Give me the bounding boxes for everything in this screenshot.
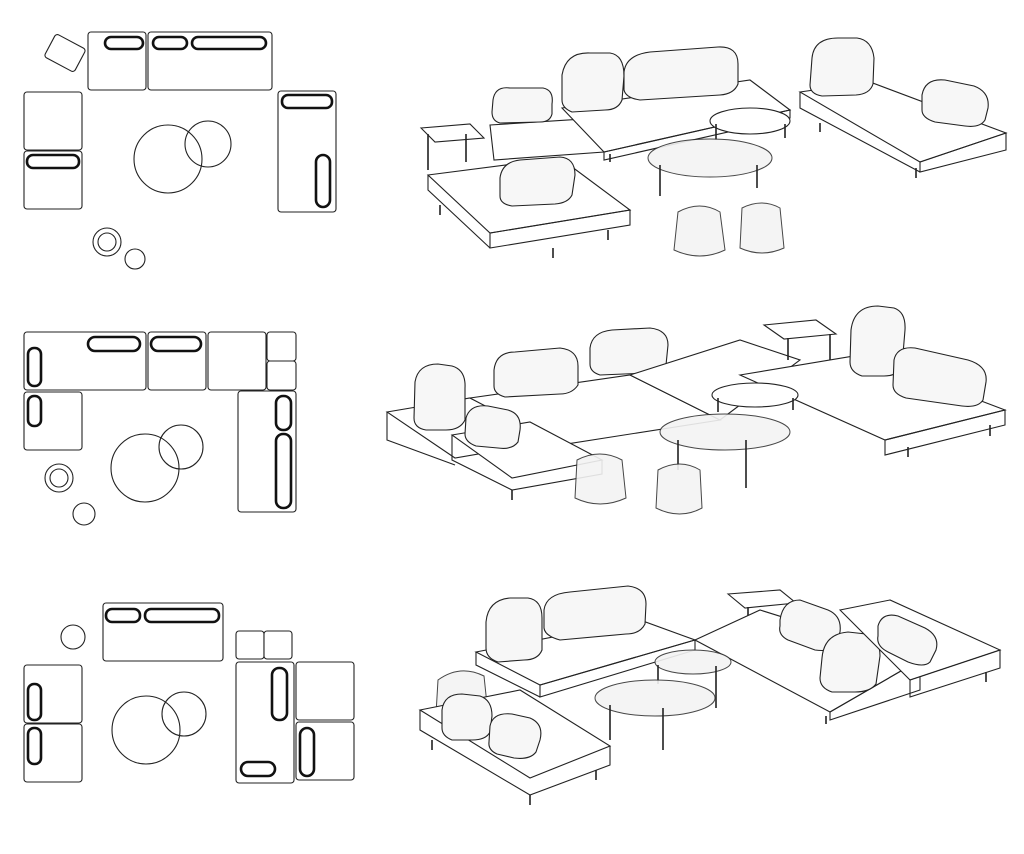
- plan-stool: [124, 248, 146, 270]
- iso-back-cushion: [543, 585, 647, 641]
- iso-view-2: [385, 305, 1007, 515]
- iso-chaise-base: [489, 209, 631, 249]
- iso-chaise-base: [919, 132, 1007, 173]
- plan-round-table: [111, 695, 181, 765]
- plan-view-1: [23, 31, 337, 270]
- plan-back-cushion: [314, 153, 332, 209]
- iso-stool: [574, 453, 627, 505]
- iso-back-cushion: [493, 347, 579, 398]
- plan-stool: [44, 463, 74, 493]
- plan-back-cushion: [274, 432, 293, 510]
- plan-round-table-small: [184, 120, 232, 168]
- iso-round-table-large: [659, 413, 791, 451]
- iso-back-cushion: [413, 363, 466, 431]
- plan-back-cushion: [270, 666, 289, 722]
- plan-stool: [72, 502, 96, 526]
- iso-round-table: [709, 107, 791, 135]
- plan-stool: [60, 624, 86, 650]
- iso-chaise-base: [829, 659, 921, 721]
- plan-stool: [92, 227, 122, 257]
- plan-side-table: [266, 331, 297, 362]
- iso-stool: [655, 463, 703, 515]
- iso-back-cushion: [491, 87, 553, 124]
- corner-wedge-seat: [44, 34, 86, 72]
- iso-seat-edge: [475, 652, 541, 698]
- iso-back-cushion: [441, 693, 493, 741]
- plan-back-cushion: [104, 607, 142, 624]
- plan-back-cushion: [86, 335, 142, 353]
- plan-back-cushion: [151, 35, 189, 51]
- iso-side-table: [419, 123, 486, 143]
- plan-back-cushion: [26, 346, 43, 388]
- plan-back-cushion: [298, 726, 316, 778]
- plan-seat: [23, 91, 83, 151]
- iso-side-table: [762, 319, 838, 340]
- plan-back-cushion: [143, 607, 221, 624]
- plan-back-cushion: [280, 93, 334, 110]
- plan-back-cushion: [26, 726, 43, 766]
- plan-side-table: [263, 630, 293, 660]
- plan-back-cushion: [190, 35, 268, 51]
- plan-back-cushion: [239, 760, 277, 778]
- plan-view-3: [23, 602, 355, 784]
- iso-chaise-edge: [427, 175, 491, 249]
- iso-seat-base: [909, 649, 1001, 698]
- plan-side-table: [235, 630, 265, 660]
- plan-seat: [295, 661, 355, 721]
- plan-back-cushion: [25, 153, 81, 170]
- iso-chaise-edge: [799, 92, 921, 173]
- iso-stool: [673, 205, 726, 257]
- iso-back-cushion: [877, 614, 938, 666]
- iso-back-cushion: [921, 79, 989, 127]
- plan-back-cushion: [103, 35, 145, 51]
- iso-back-cushion: [892, 347, 987, 407]
- iso-view-1: [419, 37, 1008, 258]
- plan-side-table: [266, 360, 297, 391]
- plan-seat: [207, 331, 267, 391]
- plan-round-table-small: [158, 424, 204, 470]
- iso-back-cushion: [499, 156, 576, 207]
- iso-back-cushion: [809, 37, 875, 97]
- iso-view-3: [418, 585, 1002, 805]
- plan-back-cushion: [26, 682, 43, 722]
- plan-round-table: [110, 433, 180, 503]
- iso-back-cushion: [623, 46, 739, 101]
- iso-round-table: [711, 382, 799, 408]
- iso-back-cushion: [464, 405, 521, 449]
- iso-chaise-base: [884, 409, 1006, 456]
- iso-round-table-large: [647, 138, 773, 178]
- plan-round-table: [133, 124, 203, 194]
- plan-back-cushion: [149, 335, 203, 353]
- iso-back-cushion: [485, 597, 543, 663]
- plan-back-cushion: [26, 394, 43, 428]
- iso-round-table: [654, 649, 732, 675]
- iso-back-cushion: [488, 713, 542, 759]
- iso-seat-base: [386, 412, 456, 466]
- iso-back-cushion: [561, 52, 625, 113]
- iso-round-table-large: [594, 679, 716, 717]
- plan-round-table-small: [161, 691, 207, 737]
- plan-stool-inner: [97, 232, 117, 252]
- iso-back-cushion: [819, 631, 881, 693]
- iso-seat: [628, 339, 802, 421]
- plan-view-2: [23, 331, 297, 526]
- plan-back-cushion: [274, 394, 293, 432]
- plan-stool-inner: [49, 468, 69, 488]
- iso-stool: [739, 202, 785, 254]
